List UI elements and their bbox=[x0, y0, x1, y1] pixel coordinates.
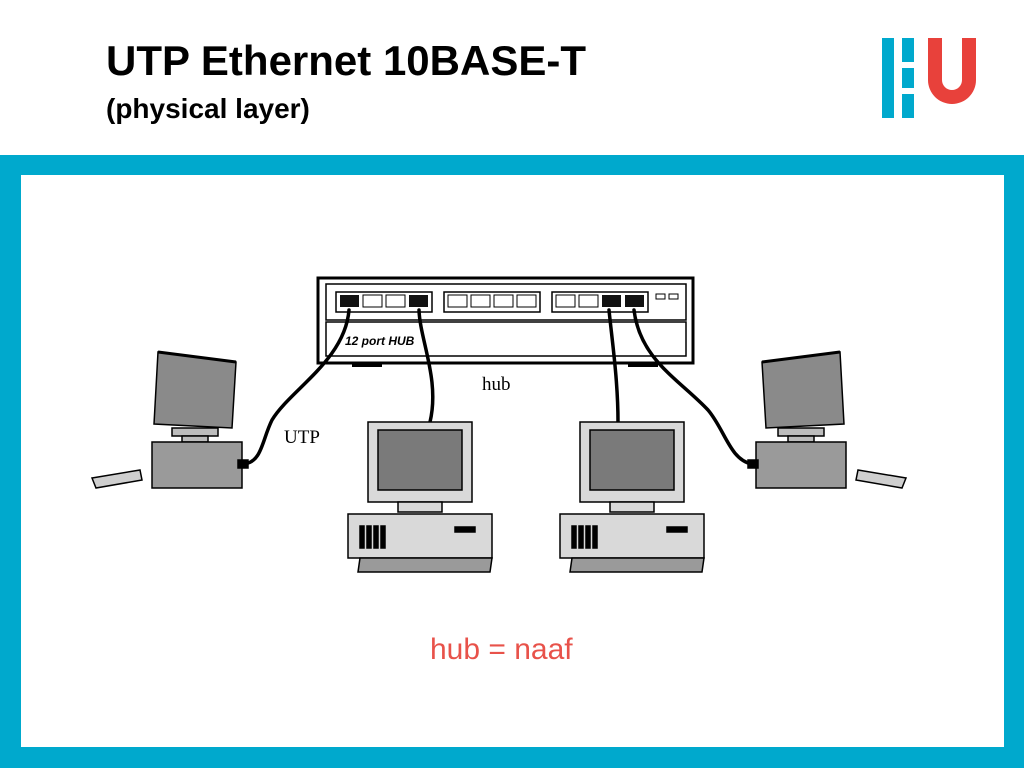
slide-title: UTP Ethernet 10BASE-T bbox=[106, 37, 586, 84]
slide-header: UTP Ethernet 10BASE-T (physical layer) bbox=[0, 0, 1024, 155]
slide-subtitle: (physical layer) bbox=[106, 93, 310, 124]
hub-label: hub bbox=[482, 374, 511, 395]
workstation-right bbox=[747, 350, 908, 489]
hu-logo-icon bbox=[882, 38, 976, 118]
utp-label: UTP bbox=[284, 427, 320, 448]
hub-translation-note: hub = naaf bbox=[430, 633, 573, 666]
pc-middle-left bbox=[347, 421, 493, 573]
hub-device-text: 12 port HUB bbox=[345, 334, 415, 348]
pc-middle-right bbox=[559, 421, 705, 573]
hub-device: 12 port HUB bbox=[316, 276, 695, 367]
workstation-left bbox=[90, 350, 249, 489]
hub-ports bbox=[335, 291, 679, 313]
utp-cables bbox=[242, 308, 754, 466]
